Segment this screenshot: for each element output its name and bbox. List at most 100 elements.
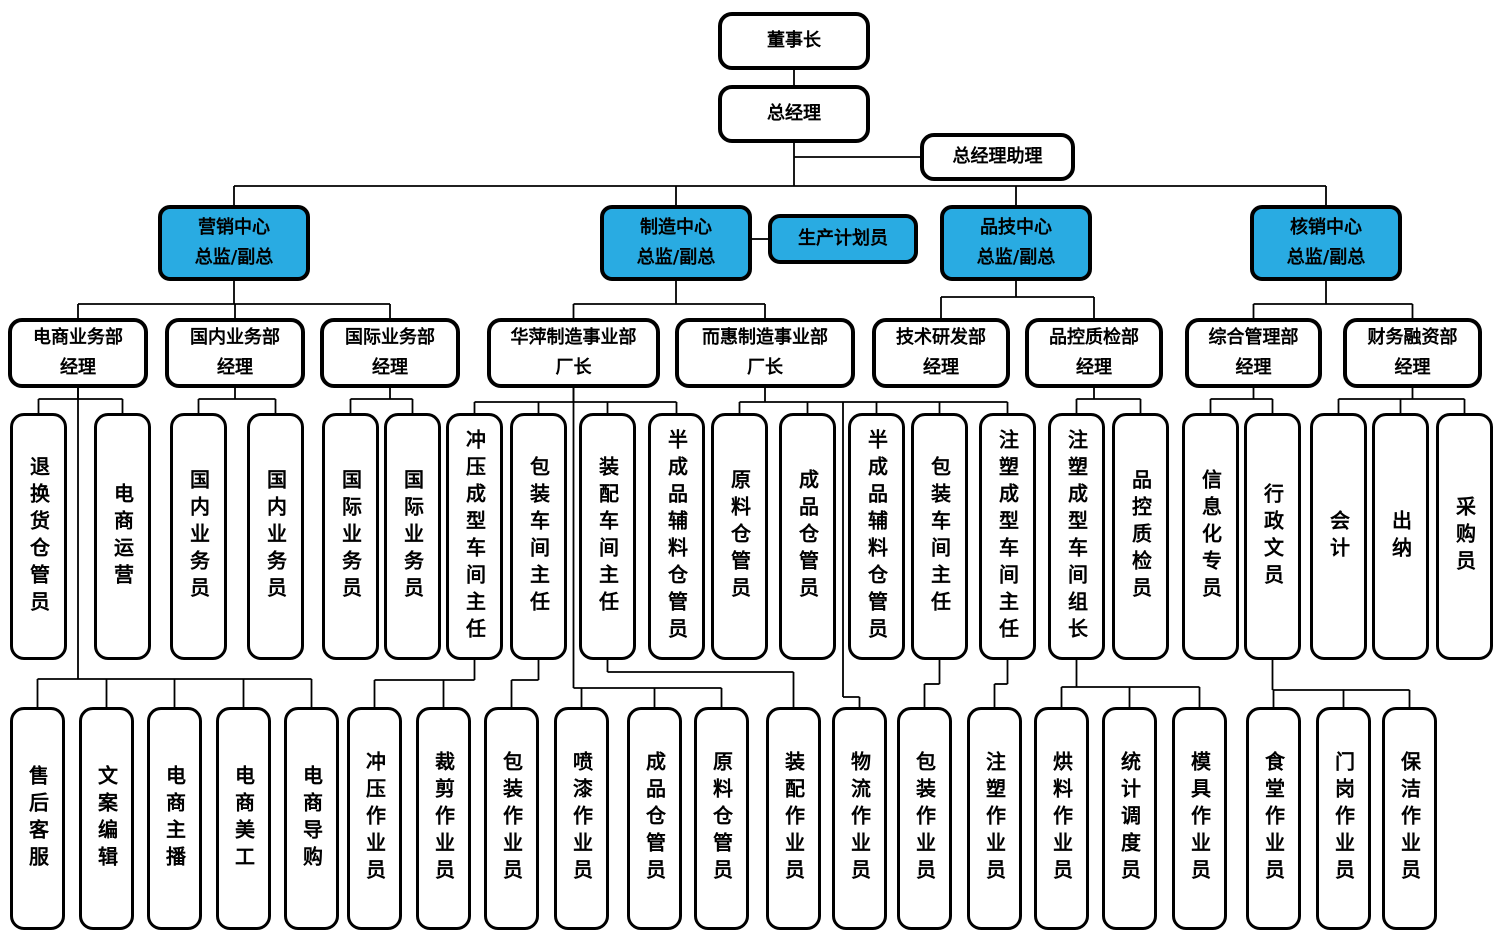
org-node-label: 保洁作业员 [1397,751,1422,886]
org-node-label: 食堂作业员 [1261,751,1286,886]
org-node-label: 国际业务员 [338,469,363,604]
org-node-m9: 财务融资部经理 [1343,318,1482,388]
org-node-label: 半成品辅料仓管员 [864,428,889,645]
org-node-s409: 装配车间主任 [579,413,636,660]
org-node-label: 原料仓管员 [727,469,752,604]
org-node-label: 出纳 [1388,509,1413,564]
org-node-label: 包装作业员 [912,751,937,886]
org-node-label: 厂长 [555,357,592,378]
org-node-label: 经理 [1076,357,1112,378]
org-node-s514: 包装作业员 [897,707,952,930]
org-node-label: 总监/副总 [636,247,716,268]
org-node-label: 而惠制造事业部 [702,327,828,348]
org-node-s418: 信息化专员 [1182,413,1239,660]
org-node-label: 总经理助理 [952,146,1043,167]
org-node-s403: 国内业务员 [170,413,227,660]
org-node-s516: 烘料作业员 [1034,707,1089,930]
org-node-s419: 行政文员 [1244,413,1301,660]
org-node-s405: 国际业务员 [322,413,379,660]
org-node-label: 国内业务员 [263,469,288,604]
org-node-s502: 文案编辑 [79,707,134,930]
org-node-s510: 成品仓管员 [627,707,682,930]
org-node-label: 厂长 [747,357,783,378]
org-node-label: 生产计划员 [798,228,888,249]
org-node-m4: 华萍制造事业部厂长 [487,318,660,388]
org-node-label: 经理 [60,357,96,378]
org-node-label: 经理 [923,357,959,378]
org-node-s513: 物流作业员 [832,707,887,930]
org-node-label: 经理 [217,357,253,378]
org-node-s505: 电商导购 [284,707,339,930]
org-node-label: 模具作业员 [1187,751,1212,886]
org-node-label: 电商业务部 [33,327,123,348]
org-node-label: 国内业务部 [190,327,280,348]
org-node-s408: 包装车间主任 [510,413,567,660]
org-node-label: 冲压成型车间主任 [462,428,487,645]
org-node-s512: 装配作业员 [766,707,821,930]
org-node-label: 装配作业员 [781,751,806,886]
org-node-s501: 售后客服 [10,707,65,930]
org-node-label: 营销中心 [198,217,270,238]
org-node-s414: 包装车间主任 [911,413,968,660]
org-node-label: 综合管理部 [1208,327,1299,348]
org-node-label: 装配车间主任 [595,455,620,618]
org-node-s517: 统计调度员 [1102,707,1157,930]
org-node-m8: 综合管理部经理 [1185,318,1322,388]
org-node-label: 烘料作业员 [1049,751,1074,886]
org-node-s515: 注塑作业员 [967,707,1022,930]
org-node-s402: 电商运营 [94,413,151,660]
org-node-label: 注塑成型车间主任 [995,428,1020,645]
org-node-s413: 半成品辅料仓管员 [848,413,905,660]
org-node-label: 国际业务部 [345,327,435,348]
org-node-label: 半成品辅料仓管员 [664,428,689,645]
org-node-m1: 电商业务部经理 [8,318,148,388]
org-node-s410: 半成品辅料仓管员 [648,413,705,660]
org-node-s420: 会计 [1310,413,1367,660]
org-node-mfg: 制造中心总监/副总 [600,205,752,281]
org-node-s519: 食堂作业员 [1246,707,1301,930]
org-node-label: 包装车间主任 [526,455,551,618]
org-node-hx: 核销中心总监/副总 [1250,205,1402,281]
org-node-label: 原料仓管员 [709,751,734,886]
org-node-label: 财务融资部 [1367,327,1458,348]
org-node-s520: 门岗作业员 [1316,707,1371,930]
org-node-gma: 总经理助理 [920,133,1075,181]
org-node-m3: 国际业务部经理 [320,318,460,388]
org-node-label: 喷漆作业员 [569,751,594,886]
org-node-label: 采购员 [1452,496,1477,577]
org-node-label: 品控质检员 [1128,469,1153,604]
org-node-s406: 国际业务员 [384,413,441,660]
org-node-label: 注塑成型车间组长 [1064,428,1089,645]
org-node-label: 冲压作业员 [362,751,387,886]
org-node-label: 总监/副总 [976,247,1056,268]
org-node-label: 裁剪作业员 [431,751,456,886]
org-node-s401: 退换货仓管员 [10,413,67,660]
org-node-s411: 原料仓管员 [711,413,768,660]
org-node-label: 电商主播 [162,764,187,873]
org-node-m2: 国内业务部经理 [165,318,305,388]
org-node-label: 文案编辑 [94,764,119,873]
org-node-s412: 成品仓管员 [779,413,836,660]
org-node-label: 成品仓管员 [642,751,667,886]
org-node-s518: 模具作业员 [1172,707,1227,930]
org-node-label: 经理 [372,357,408,378]
org-node-s507: 裁剪作业员 [416,707,471,930]
org-node-label: 经理 [1235,357,1272,378]
org-node-label: 国际业务员 [400,469,425,604]
org-node-s506: 冲压作业员 [347,707,402,930]
org-node-s422: 采购员 [1436,413,1493,660]
org-node-chairman: 董事长 [718,12,870,70]
org-node-s521: 保洁作业员 [1382,707,1437,930]
org-node-planner: 生产计划员 [768,214,918,264]
org-node-label: 包装车间主任 [927,455,952,618]
org-node-label: 物流作业员 [847,751,872,886]
org-node-label: 成品仓管员 [795,469,820,604]
org-node-s416: 注塑成型车间组长 [1048,413,1105,660]
org-node-mkt: 营销中心总监/副总 [158,205,310,281]
org-node-label: 会计 [1326,509,1351,564]
org-node-m6: 技术研发部经理 [872,318,1010,388]
org-node-label: 品控质检部 [1049,327,1139,348]
org-node-label: 电商运营 [110,482,135,591]
org-node-s509: 喷漆作业员 [554,707,609,930]
